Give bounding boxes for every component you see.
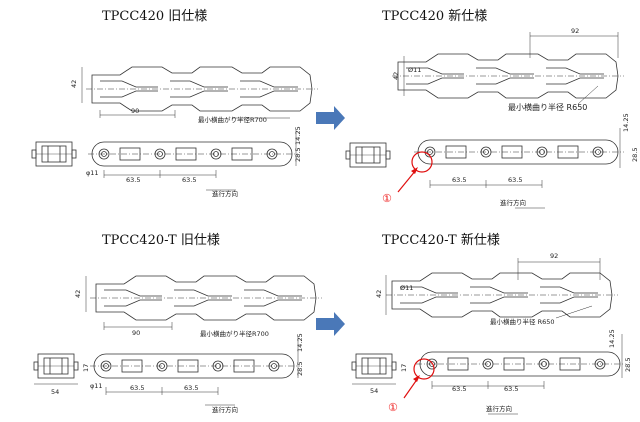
new-dim-42: 42 bbox=[392, 72, 400, 80]
old-t-end-view bbox=[33, 353, 79, 385]
marker-1-top bbox=[397, 151, 433, 193]
old-dim-90: 90 bbox=[131, 107, 139, 115]
old-end-view bbox=[31, 141, 77, 167]
new-t-dim-92: 92 bbox=[550, 252, 558, 260]
new-t-end-view bbox=[351, 353, 397, 385]
title-new-t: TPCC420-T 新仕様 bbox=[382, 233, 500, 248]
title-new-standard: TPCC420 新仕様 bbox=[382, 9, 488, 24]
marker-1-top-label: ① bbox=[382, 192, 392, 205]
marker-1-bottom-label: ① bbox=[388, 401, 398, 414]
old-t-dim-28-5: 28.5 bbox=[296, 362, 304, 376]
old-radius-label: 最小横曲がり半径R700 bbox=[198, 115, 267, 124]
new-t-dim-14-25: 14.25 bbox=[608, 329, 616, 348]
new-t-top-view bbox=[385, 258, 619, 319]
new-dim-14-25: 14.25 bbox=[622, 113, 630, 132]
arrow-right-top bbox=[316, 106, 345, 130]
old-t-dim-phi11: φ11 bbox=[90, 382, 103, 390]
old-t-dim-90: 90 bbox=[132, 329, 140, 337]
new-t-dim-42: 42 bbox=[375, 290, 383, 298]
old-t-dim-63-5a: 63.5 bbox=[130, 384, 144, 392]
old-dim-14-25: 14.25 bbox=[294, 126, 302, 145]
title-old-t: TPCC420-T 旧仕様 bbox=[102, 233, 220, 248]
new-dim-63-5a: 63.5 bbox=[452, 176, 466, 184]
new-dim-28-5: 28.5 bbox=[631, 148, 639, 162]
marker-1-bottom bbox=[403, 358, 435, 399]
old-side-view bbox=[87, 130, 299, 191]
old-t-direction-label: 進行方向 bbox=[212, 405, 238, 414]
new-t-dim-phi11: Ø11 bbox=[400, 284, 413, 292]
new-t-dim-63-5b: 63.5 bbox=[504, 385, 518, 393]
arrow-right-bottom bbox=[316, 312, 345, 336]
title-old-standard: TPCC420 旧仕様 bbox=[102, 9, 208, 24]
new-t-radius-label: 最小横曲り半径 R650 bbox=[490, 317, 555, 326]
new-direction-label: 進行方向 bbox=[500, 198, 526, 207]
old-t-dim-17: 17 bbox=[82, 364, 90, 372]
new-t-side-view bbox=[415, 334, 627, 415]
old-t-dim-14-25: 14.25 bbox=[296, 333, 304, 352]
old-t-radius-label: 最小横曲がり半径R700 bbox=[200, 329, 269, 338]
new-t-dim-28-5: 28.5 bbox=[624, 358, 632, 372]
new-t-dim-63-5a: 63.5 bbox=[452, 385, 466, 393]
new-dim-phi11: Ø11 bbox=[408, 66, 421, 74]
old-dim-63-5a: 63.5 bbox=[126, 176, 140, 184]
old-dim-42: 42 bbox=[70, 80, 78, 88]
old-dim-phi11: φ11 bbox=[86, 169, 99, 177]
new-top-view bbox=[391, 32, 625, 105]
old-t-dim-63-5b: 63.5 bbox=[184, 384, 198, 392]
old-dim-63-5b: 63.5 bbox=[182, 176, 196, 184]
new-end-view bbox=[345, 142, 391, 168]
old-direction-label: 進行方向 bbox=[212, 189, 238, 198]
old-t-dim-42: 42 bbox=[74, 290, 82, 298]
new-dim-63-5b: 63.5 bbox=[508, 176, 522, 184]
new-radius-label: 最小横曲り半径 R650 bbox=[508, 102, 587, 112]
old-dim-28-5: 28.5 bbox=[294, 148, 302, 162]
old-t-top-view bbox=[85, 275, 323, 330]
new-side-view bbox=[413, 128, 625, 209]
new-dim-92: 92 bbox=[571, 27, 579, 35]
old-t-dim-54: 54 bbox=[51, 388, 59, 396]
new-t-direction-label: 進行方向 bbox=[486, 404, 512, 413]
old-top-view bbox=[81, 66, 319, 119]
new-t-dim-54: 54 bbox=[370, 387, 378, 395]
new-t-dim-17: 17 bbox=[400, 364, 408, 372]
old-t-side-view bbox=[89, 336, 301, 406]
